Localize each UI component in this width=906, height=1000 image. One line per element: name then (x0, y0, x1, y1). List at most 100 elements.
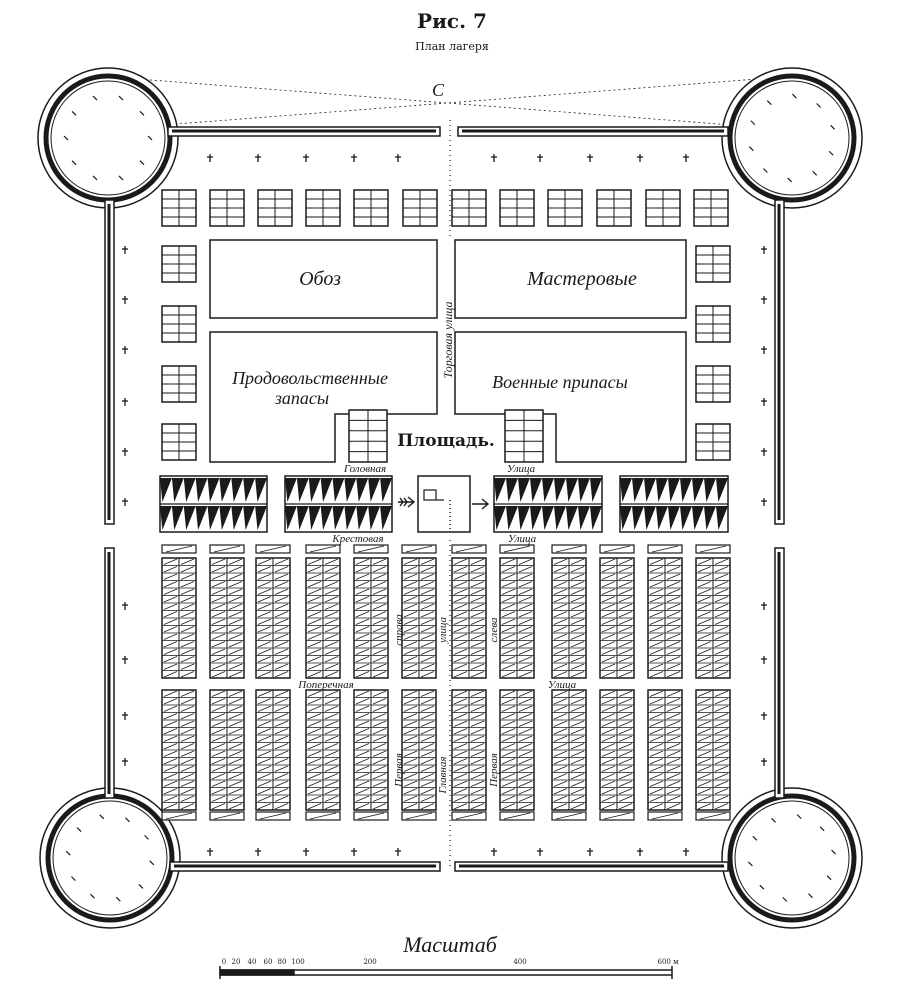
square-block-right (504, 409, 544, 463)
troop-lower-6 (451, 689, 487, 811)
troop-lower-8 (551, 689, 587, 811)
street-glavnaya-lower: Главная (437, 757, 449, 795)
foot-strip-5 (401, 811, 437, 821)
zone-prod-label-2: запасы (274, 388, 329, 408)
zone-prod-zapasy (209, 331, 438, 463)
head-strip-9 (599, 544, 635, 554)
right-block-1 (695, 305, 731, 343)
foot-strip-6 (451, 811, 487, 821)
troop-lower-7 (499, 689, 535, 811)
head-strip-1 (209, 544, 245, 554)
foot-strip-0 (161, 811, 197, 821)
left-block-1 (161, 305, 197, 343)
top-block-8 (547, 189, 583, 227)
troop-lower-9 (599, 689, 635, 811)
troop-upper-9 (599, 557, 635, 679)
headquarters-row (159, 475, 729, 533)
square-label: Площадь. (397, 431, 495, 451)
top-block-5 (402, 189, 438, 227)
street-pervaya-left: Первая (393, 753, 405, 788)
head-strip-10 (647, 544, 683, 554)
scale-tick-600: 600 м (657, 958, 679, 966)
foot-strip-8 (551, 811, 587, 821)
troop-lower-1 (209, 689, 245, 811)
square-side-blocks (348, 409, 544, 463)
scale-tick-0: 0 (222, 958, 226, 966)
troop-upper-10 (647, 557, 683, 679)
scale-title: Масштаб (402, 932, 498, 957)
top-block-11 (693, 189, 729, 227)
right-block-3 (695, 423, 731, 461)
scale-tick-40: 40 (248, 958, 257, 966)
foot-strip-9 (599, 811, 635, 821)
troop-blocks (161, 544, 731, 821)
street-sprava: справа (393, 614, 405, 646)
scale-bar (219, 966, 673, 979)
head-strip-2 (255, 544, 291, 554)
scale-tick-200: 200 (363, 958, 376, 966)
head-strip-5 (401, 544, 437, 554)
zone-oboz (209, 239, 438, 319)
street-ulitsa-low: Улица (548, 679, 577, 691)
troop-upper-11 (695, 557, 731, 679)
foot-strip-7 (499, 811, 535, 821)
zone-prod-label-1: Продовольственные (231, 368, 388, 388)
top-block-4 (353, 189, 389, 227)
top-block-7 (499, 189, 535, 227)
bastion-3 (39, 787, 181, 929)
head-strip-6 (451, 544, 487, 554)
head-strip-7 (499, 544, 535, 554)
right-block-0 (695, 245, 731, 283)
zone-voennye-label: Военные припасы (492, 372, 628, 392)
zone-masterovye (454, 239, 687, 319)
sight-lines (124, 77, 771, 129)
hq-block-2 (493, 475, 603, 533)
zone-boxes (209, 239, 687, 463)
scale-tick-20: 20 (232, 958, 241, 966)
troop-upper-2 (255, 557, 291, 679)
street-labels: Торговая улица Головная Улица Крестовая … (297, 301, 576, 794)
head-strip-8 (551, 544, 587, 554)
top-block-0 (161, 189, 197, 227)
hq-block-0 (159, 475, 268, 533)
street-poperechnaya: Поперечная (297, 679, 353, 691)
troop-upper-8 (551, 557, 587, 679)
troop-lower-10 (647, 689, 683, 811)
troop-lower-11 (695, 689, 731, 811)
foot-strip-4 (353, 811, 389, 821)
street-ulitsa-mid: Улица (508, 533, 537, 545)
bastion-2 (721, 67, 863, 209)
head-strip-11 (695, 544, 731, 554)
foot-strip-2 (255, 811, 291, 821)
troop-upper-7 (499, 557, 535, 679)
head-strip-3 (305, 544, 341, 554)
rampart-hatching (107, 129, 781, 868)
street-krestovaya: Крестовая (331, 533, 383, 545)
scale-tick-60: 60 (264, 958, 273, 966)
north-letter: С (432, 80, 445, 100)
top-block-2 (257, 189, 293, 227)
street-torgovaya: Торговая улица (441, 301, 455, 378)
street-glavnaya-upper: улица (437, 616, 449, 644)
top-block-3 (305, 189, 341, 227)
command-post (417, 475, 471, 533)
corner-bastions (37, 67, 863, 929)
foot-strip-3 (305, 811, 341, 821)
scale-tick-400: 400 (513, 958, 526, 966)
head-strip-0 (161, 544, 197, 554)
troop-upper-3 (305, 557, 341, 679)
scale-tick-80: 80 (278, 958, 287, 966)
left-block-3 (161, 423, 197, 461)
top-block-1 (209, 189, 245, 227)
troop-upper-4 (353, 557, 389, 679)
zone-oboz-label: Обоз (299, 268, 341, 290)
troop-lower-4 (353, 689, 389, 811)
troop-lower-0 (161, 689, 197, 811)
troop-lower-3 (305, 689, 341, 811)
hq-block-1 (284, 475, 393, 533)
head-strip-4 (353, 544, 389, 554)
upper-tent-blocks (161, 189, 731, 461)
foot-strip-1 (209, 811, 245, 821)
troop-lower-5 (401, 689, 437, 811)
